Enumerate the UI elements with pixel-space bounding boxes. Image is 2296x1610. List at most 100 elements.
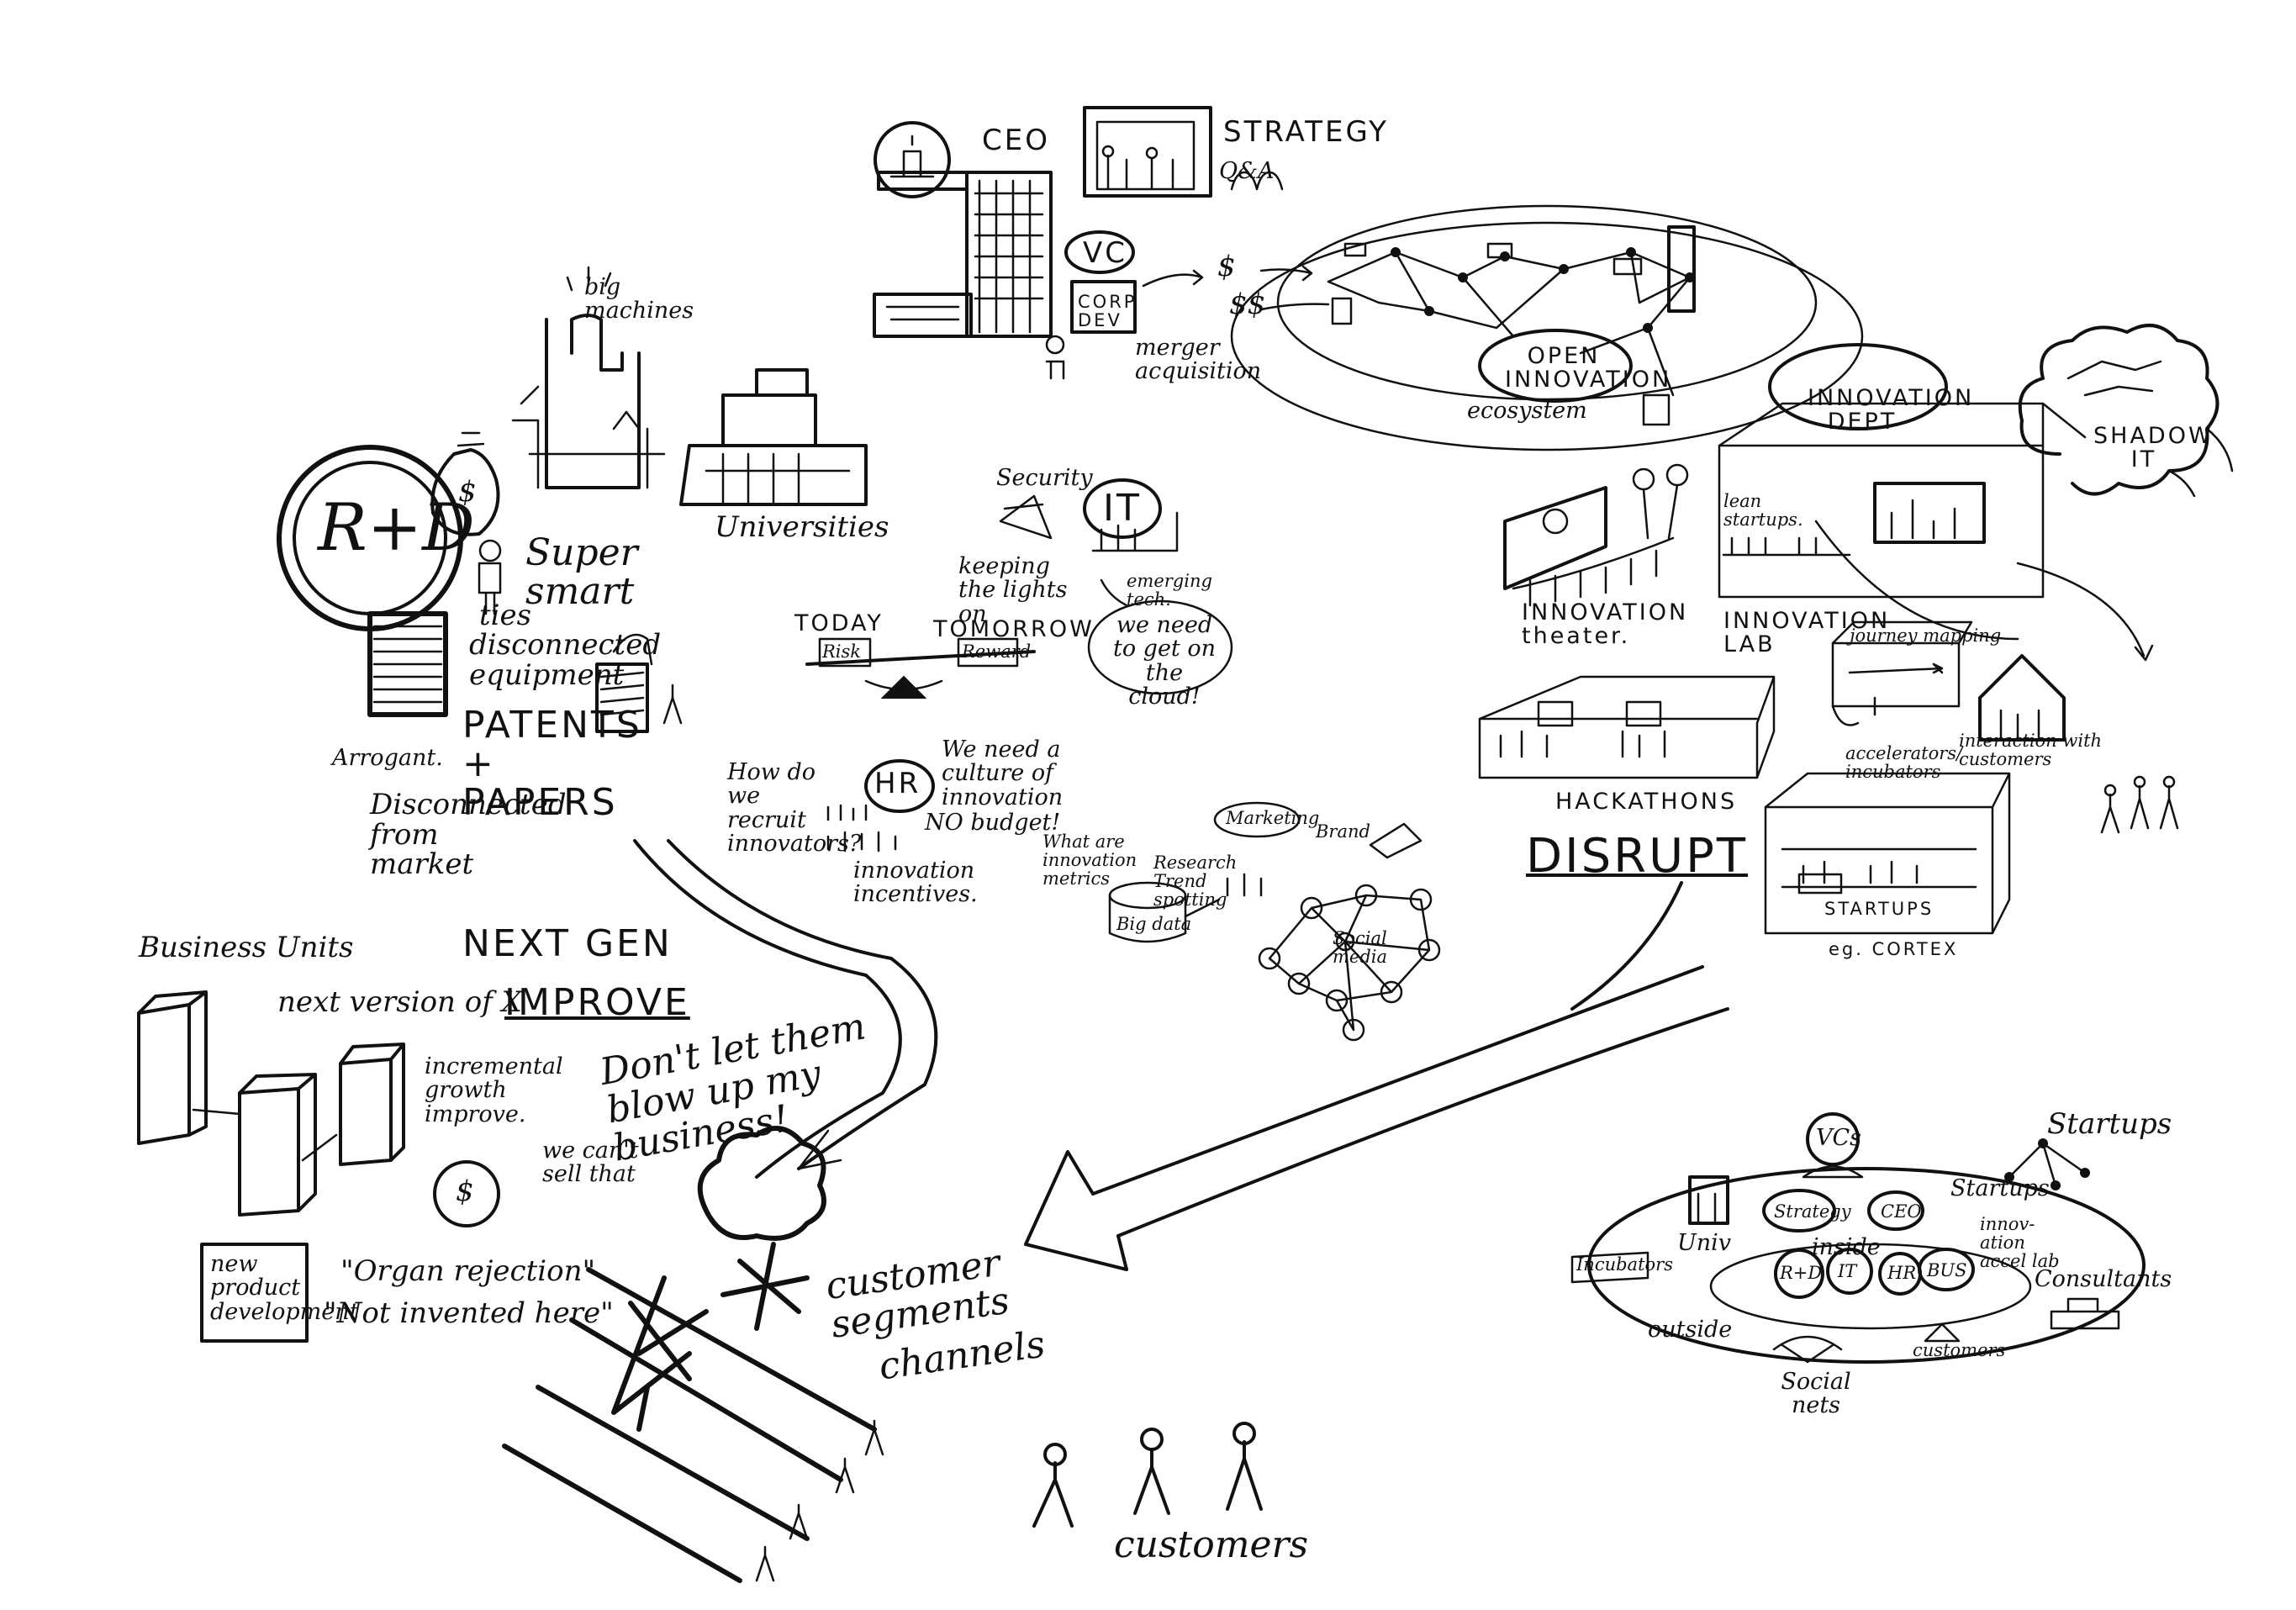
innovation-dept-building — [1718, 343, 2087, 599]
merger-acquisition-label: merger acquisition — [1135, 335, 1262, 385]
it-circle-label: IT — [1838, 1261, 1857, 1281]
shadow-it-label: SHADOW IT — [2093, 423, 2214, 473]
money-arrows — [1142, 265, 1330, 311]
startups-box-label: STARTUPS — [1824, 899, 1934, 919]
shadow-it-cloud-icon — [2018, 324, 2234, 498]
recruit-label: How do we recruit innovators? — [727, 759, 862, 858]
open-innovation-label: OPEN INNOVATION — [1505, 343, 1672, 393]
super-smart-label: Super smart — [525, 531, 638, 614]
tree-blob-icon — [697, 1126, 826, 1241]
disrupt-arrow — [1024, 881, 1729, 1271]
risk-label: Risk — [822, 641, 862, 662]
today-label: TODAY — [794, 610, 884, 636]
social-media-network — [1258, 884, 1441, 1042]
startups-eco-label: Startups — [1950, 1175, 2050, 1201]
ties-label: ties — [479, 599, 532, 632]
bu-dollar-label: $ — [456, 1175, 474, 1208]
big-machines-factory — [511, 266, 666, 489]
emerging-tech-label: emerging tech. — [1127, 571, 1212, 610]
arrogant-label: Arrogant. — [332, 745, 443, 771]
social-media-label: Social media — [1333, 928, 1388, 968]
qa-figures-icon — [1230, 171, 1284, 191]
universities-label: Universities — [715, 510, 889, 544]
keeping-lights-label: keeping the lights on — [958, 553, 1068, 627]
hr-label: HR — [874, 767, 921, 800]
business-units-label: Business Units — [139, 931, 354, 964]
marketing-icons — [1108, 801, 1422, 943]
univ-label: Univ — [1677, 1230, 1732, 1256]
marketing-label: Marketing — [1226, 808, 1320, 828]
strategy-label: STRATEGY — [1223, 115, 1389, 149]
new-product-dev-box — [200, 1243, 309, 1343]
cant-sell-label: we can't sell that — [542, 1138, 639, 1188]
rd-dollar-label: $ — [458, 475, 477, 509]
accelerators-label: accelerators/ incubators — [1845, 743, 1963, 783]
customer-people-stripes — [755, 1419, 884, 1582]
patents-papers-label: PATENTS + PAPERS — [462, 704, 642, 825]
ceo-podium-icon — [874, 121, 969, 198]
people-icon-right — [2100, 775, 2179, 834]
dollar-single: $ — [1217, 250, 1236, 283]
culture-label: We need a culture of innovation — [942, 736, 1064, 810]
it-section-icons — [999, 478, 1233, 695]
bu-dollar-coin — [433, 1160, 500, 1227]
open-innovation-network — [1230, 204, 1864, 451]
innovation-metrics-label: What are innovation metrics — [1042, 831, 1137, 889]
innovation-dept-label: INNOVATION DEPT — [1808, 385, 1975, 435]
next-version-label: next version of X — [277, 985, 522, 1019]
startups-top-label: Startups — [2047, 1107, 2172, 1141]
tomorrow-label: TOMORROW — [933, 616, 1095, 642]
ceo-label: CEO — [982, 124, 1050, 157]
customers-label: customers — [1114, 1523, 1309, 1566]
organ-rejection-label: "Organ rejection" — [340, 1254, 596, 1288]
patents-stack-icon — [595, 633, 683, 733]
research-trend-label: Research Trend spotting — [1153, 853, 1238, 911]
innovation-theater-icon — [1503, 463, 1689, 607]
innovation-incentives-label: innovation incentives. — [853, 858, 978, 908]
incubators-label: Incubators — [1576, 1254, 1673, 1275]
customer-house-icon — [1978, 654, 2066, 742]
accelerators-building — [1764, 772, 2011, 935]
corporate-tower-icon — [873, 171, 1053, 338]
vc-corpdev-icon — [1045, 230, 1137, 380]
strategy-board-icon — [1083, 106, 1212, 198]
risk-reward-scale — [805, 637, 1036, 699]
lean-startups-label: lean startups. — [1723, 491, 1803, 531]
paper-stack-icon — [367, 611, 448, 717]
bus-circle-label: BUS — [1927, 1260, 1967, 1280]
disconnected-equipment-label: disconnected equipment — [469, 628, 662, 692]
super-smart-person-icon — [478, 539, 502, 615]
new-product-label: new product development — [210, 1251, 359, 1325]
hackathons-label: HACKATHONS — [1555, 789, 1738, 815]
incremental-growth-label: incremental growth improve. — [425, 1053, 563, 1127]
business-unit-blocks — [137, 990, 405, 1217]
no-budget-label: NO budget! — [925, 810, 1061, 836]
hackathons-room — [1478, 675, 1776, 779]
hr-circle-label: HR — [1887, 1263, 1917, 1283]
dollar-double: $$ — [1229, 288, 1266, 321]
big-data-label: Big data — [1116, 914, 1192, 934]
interaction-customers-label: interaction with customers — [1959, 731, 2103, 770]
hr-section-icons — [826, 759, 935, 853]
journey-mapping-label: journey mapping — [1850, 626, 2002, 646]
brand-label: Brand — [1316, 821, 1370, 842]
cloud-label: we need to get on the cloud! — [1112, 612, 1217, 710]
outside-label: outside — [1648, 1317, 1733, 1343]
vcs-label: VCs — [1816, 1125, 1862, 1151]
innovation-lab-label: INNOVATION LAB — [1723, 608, 1891, 658]
corp-dev-label: CORP DEV — [1078, 292, 1137, 331]
qa-label: Q&A — [1219, 158, 1275, 184]
reward-label: Reward — [962, 641, 1032, 662]
organ-rejection-stripes — [502, 1242, 877, 1583]
social-nets-label: Social nets — [1781, 1369, 1851, 1419]
rd-circle-label: R+D — [1780, 1263, 1823, 1283]
improve-label: IMPROVE — [504, 981, 690, 1024]
security-label: Security — [996, 465, 1093, 491]
consultants-label: Consultants — [2035, 1266, 2172, 1292]
vc-label: VC — [1083, 236, 1127, 270]
next-gen-label: NEXT GEN — [462, 922, 673, 965]
ceo-circle-label: CEO — [1881, 1201, 1922, 1222]
innovation-curve-arrows — [1814, 520, 2154, 674]
ecosystem-label: ecosystem — [1467, 398, 1587, 424]
